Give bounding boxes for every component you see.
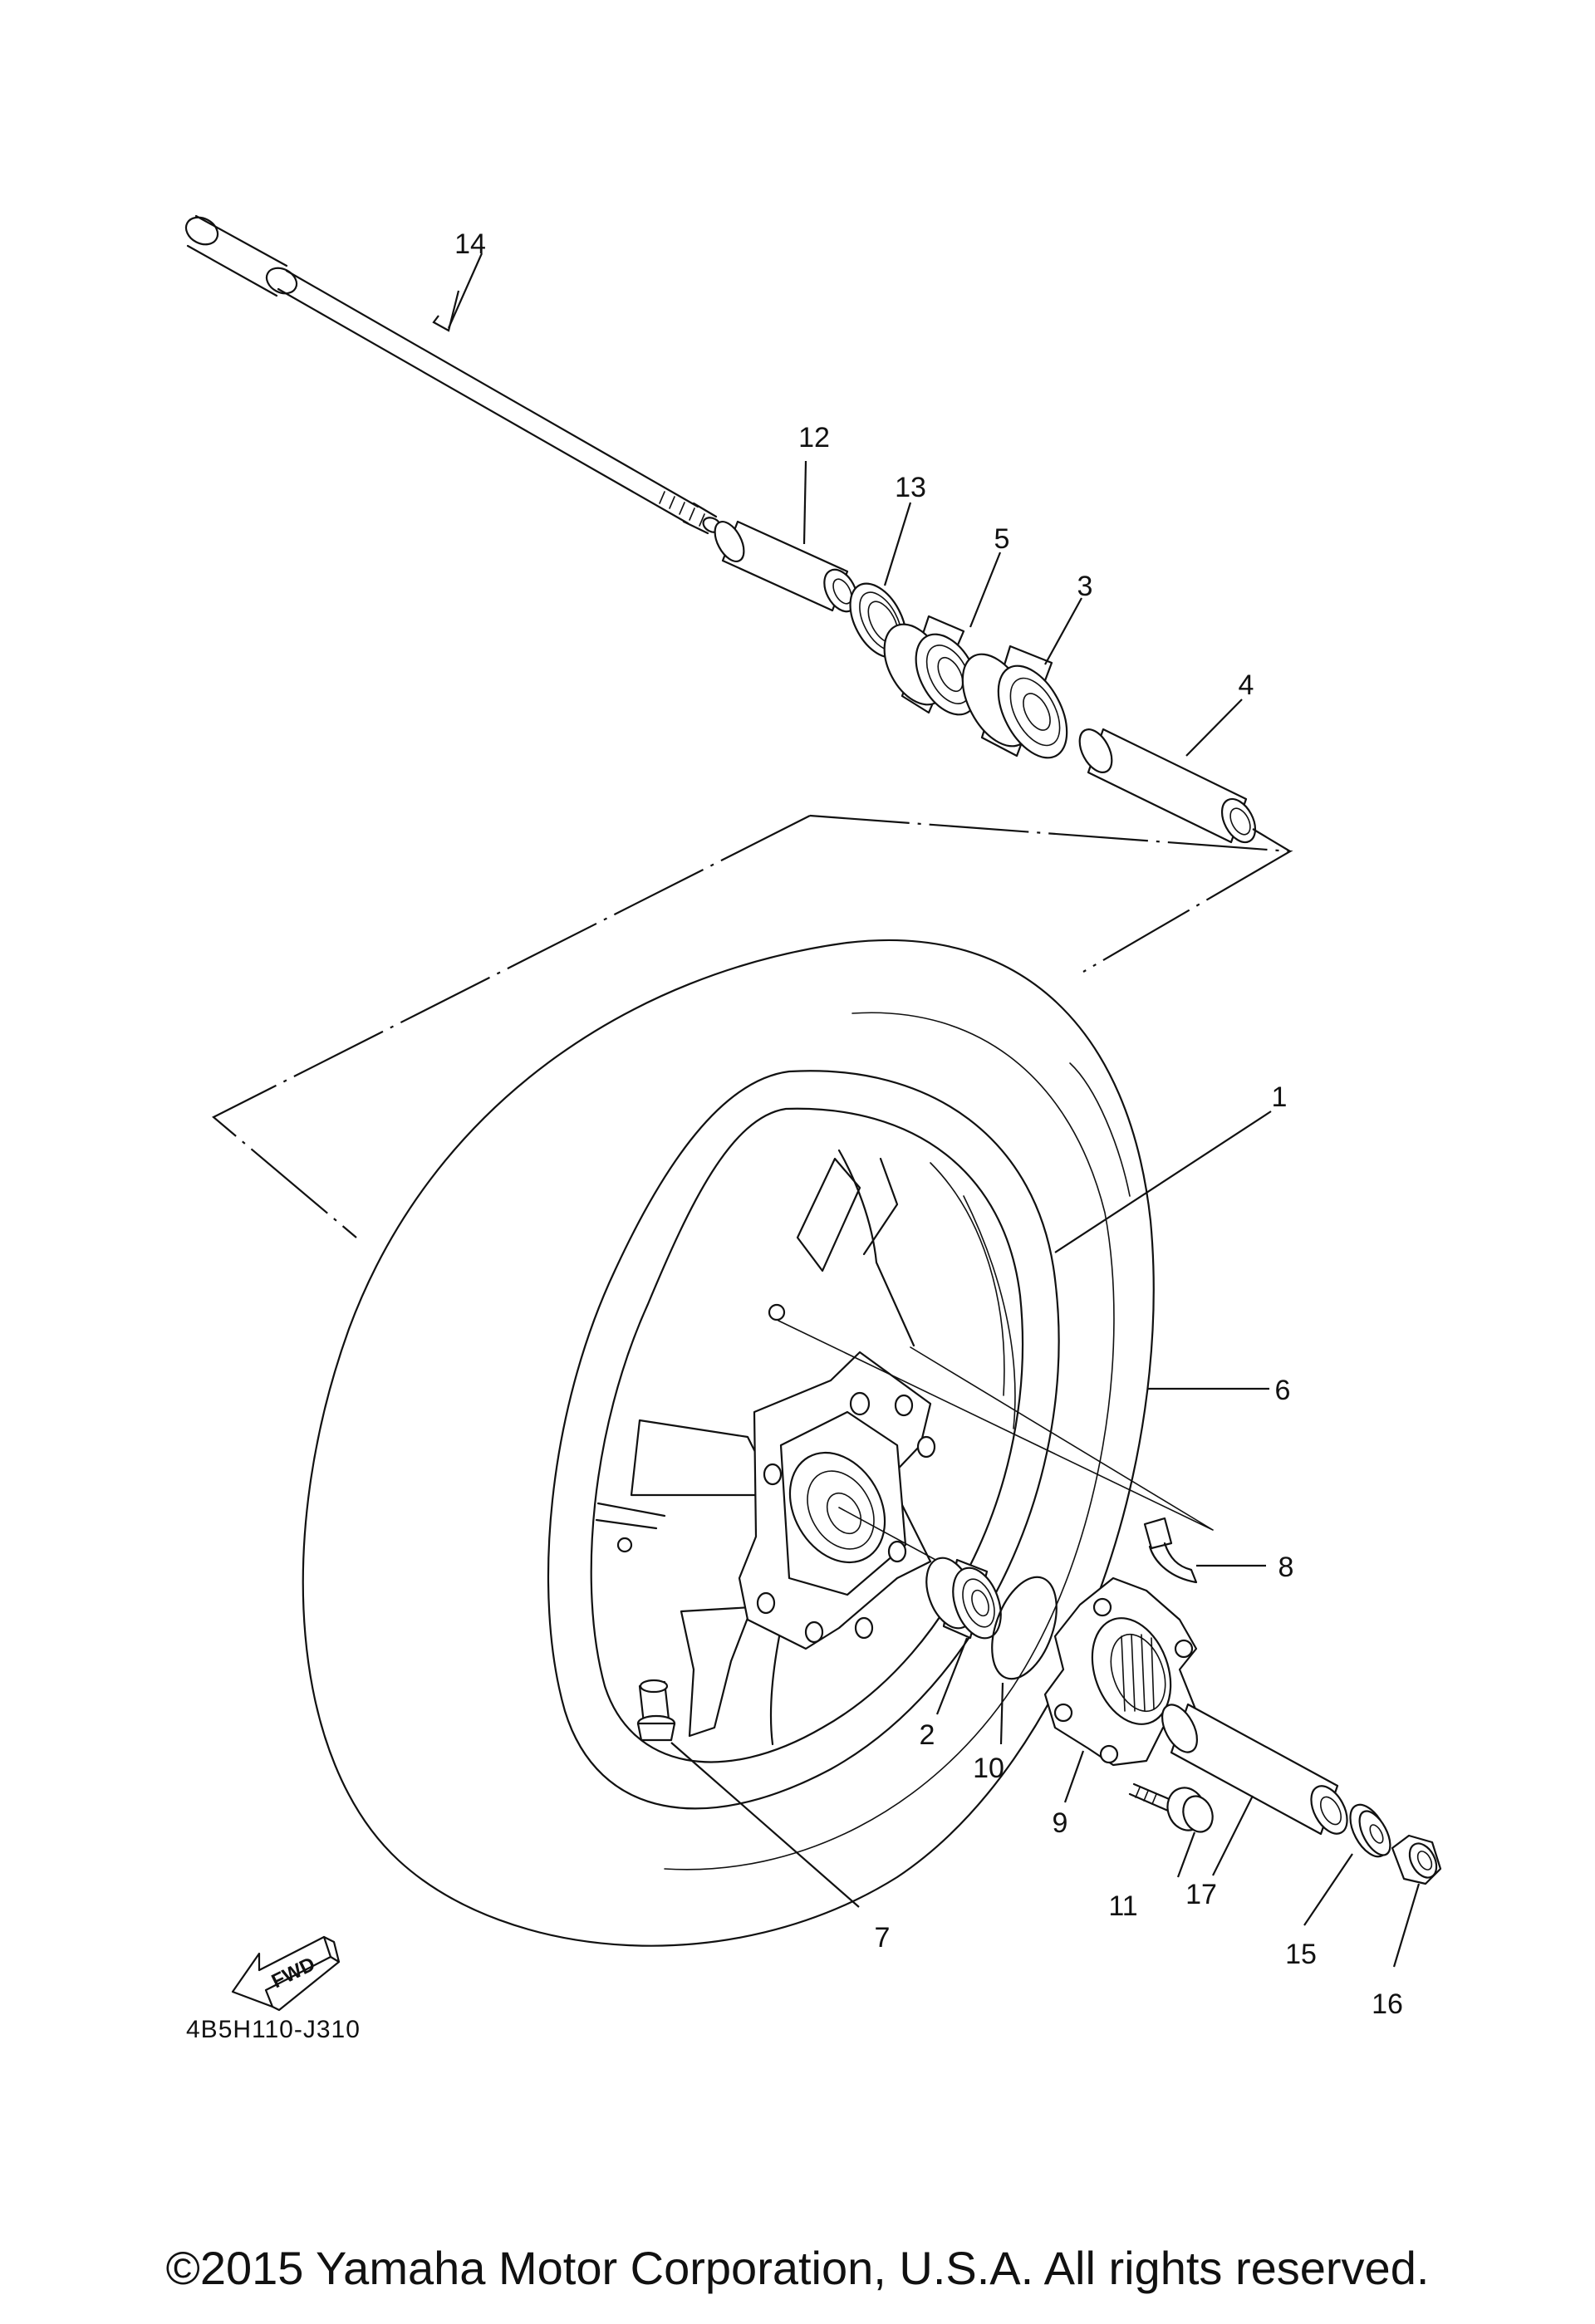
callout-14: 14 — [454, 228, 486, 260]
callout-4: 4 — [1239, 669, 1254, 701]
part-cast-wheel-1 — [547, 1070, 1060, 1810]
callout-11: 11 — [1108, 1890, 1137, 1922]
callout-8: 8 — [1278, 1552, 1294, 1583]
callout-9: 9 — [1053, 1807, 1068, 1839]
callout-7: 7 — [875, 1922, 891, 1954]
callout-17: 17 — [1185, 1879, 1217, 1910]
part-washer-15 — [1349, 1803, 1391, 1858]
part-nut-16 — [1391, 1834, 1442, 1885]
fwd-arrow-icon: FWD — [231, 1935, 341, 2012]
part-balance-weight-8 — [1143, 1517, 1198, 1584]
copyright-notice: ©2015 Yamaha Motor Corporation, U.S.A. A… — [166, 2242, 1430, 2294]
part-bearing-5 — [883, 615, 979, 716]
part-tire-6 — [302, 939, 1155, 1947]
part-collar-17 — [1161, 1703, 1348, 1836]
part-bolt-11 — [1128, 1782, 1214, 1833]
part-tire-valve-7 — [636, 1679, 676, 1742]
callout-16: 16 — [1372, 1988, 1403, 2020]
part-spacer-4 — [1078, 728, 1257, 844]
callout-5: 5 — [994, 523, 1010, 555]
part-clutch-hub-9 — [1043, 1576, 1198, 1767]
callout-15: 15 — [1285, 1939, 1317, 1970]
part-bearing-3 — [961, 645, 1068, 759]
callout-13: 13 — [895, 472, 926, 503]
callout-12: 12 — [798, 422, 830, 454]
part-o-ring-10 — [991, 1576, 1058, 1680]
callout-2: 2 — [920, 1719, 935, 1751]
callout-3: 3 — [1077, 571, 1093, 602]
leader-lines — [432, 253, 1421, 1968]
callout-1: 1 — [1272, 1081, 1288, 1113]
callout-6: 6 — [1275, 1375, 1291, 1406]
callout-labels: 14 12 13 5 3 4 1 6 8 2 10 9 11 17 15 16 … — [454, 228, 1403, 2020]
part-collar-12 — [714, 520, 858, 613]
callout-10: 10 — [973, 1753, 1004, 1784]
part-bearing-2 — [925, 1557, 1002, 1640]
explosion-frame — [212, 814, 1293, 1238]
part-axle — [184, 214, 722, 535]
diagram-code: 4B5H110-J310 — [186, 2016, 361, 2043]
